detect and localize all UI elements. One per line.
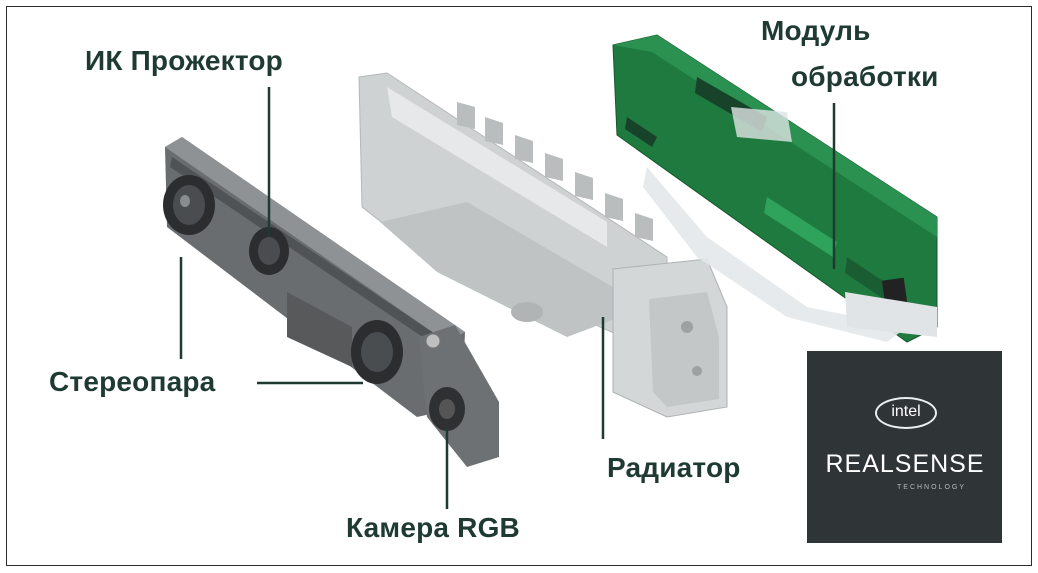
stereo-pair-label: Стереопара [49, 366, 216, 397]
radiator-label: Радиатор [607, 452, 741, 483]
technology-subtitle: TECHNOLOGY [897, 484, 967, 491]
camera-bar [163, 137, 499, 467]
processing-module-label-line1: Модуль [761, 15, 871, 46]
intel-realsense-logo: intel REALSENSE TECHNOLOGY [807, 351, 1002, 543]
radiator-heatsink [358, 72, 728, 418]
realsense-wordmark: REALSENSE [825, 450, 985, 478]
ir-projector-label: ИК Прожектор [85, 45, 283, 76]
exploded-camera-illustration [163, 34, 938, 509]
processing-module-label-line2: обработки [791, 61, 939, 92]
rgb-camera-label: Камера RGB [346, 512, 520, 543]
intel-logo-mark: intel [875, 397, 937, 429]
image-frame: ИК Прожектор Стереопара Камера RGB Радиа… [6, 6, 1032, 566]
processing-module-pcb [612, 34, 938, 343]
leader-lines [179, 87, 836, 509]
